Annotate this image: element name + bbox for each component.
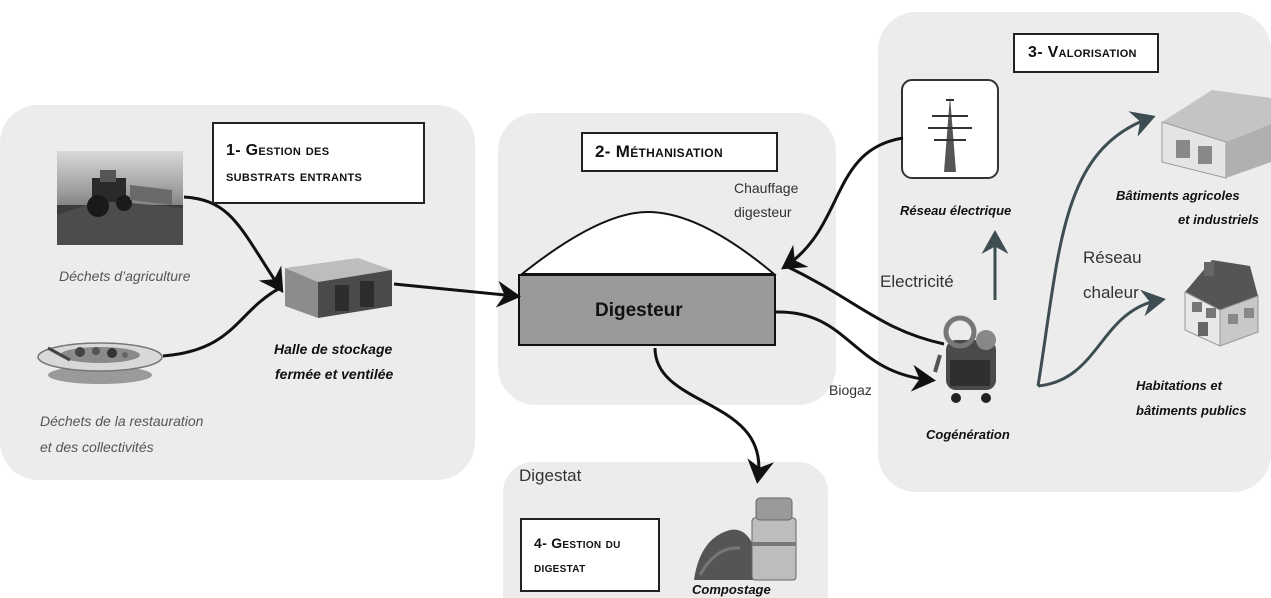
pylon-icon xyxy=(901,79,999,179)
label-houses-1: Habitations et xyxy=(1136,378,1222,393)
label-compost: Compostage xyxy=(692,582,771,597)
label-cogen: Cogénération xyxy=(926,427,1010,442)
digester-dome xyxy=(519,210,777,275)
arrow-digester-to-digestate xyxy=(653,347,774,484)
arrow-cogen-heat-return xyxy=(785,264,945,346)
label-grid: Réseau électrique xyxy=(900,203,1012,218)
stage2-title: 2- Méthanisation xyxy=(595,142,723,161)
arrow-biogas-to-cogen xyxy=(774,310,936,392)
stage3-box: 3- Valorisation xyxy=(1013,33,1159,73)
stage1-box: 1- Gestion des substrats entrants xyxy=(212,122,425,204)
storage-hall-icon xyxy=(285,258,392,318)
stage3-title: 3- Valorisation xyxy=(1028,44,1137,61)
label-heating-2: digesteur xyxy=(734,204,792,220)
label-storage-1: Halle de stockage xyxy=(274,341,393,357)
arrow-heat-to-buildings xyxy=(1036,111,1156,387)
label-resto-waste-1: Déchets de la restauration xyxy=(40,413,204,429)
label-buildings-2: et industriels xyxy=(1178,212,1259,227)
label-digester: Digesteur xyxy=(595,300,683,321)
arrow-heat-to-houses xyxy=(1037,289,1166,388)
label-resto-waste-2: et des collectivités xyxy=(40,439,154,455)
farm-building-icon xyxy=(1161,90,1271,179)
label-houses-2: bâtiments publics xyxy=(1136,403,1247,418)
label-electricity: Electricité xyxy=(880,272,954,291)
food-plate-icon xyxy=(37,342,163,384)
cogeneration-engine-icon xyxy=(933,315,996,403)
stage1-line1: 1- Gestion des xyxy=(226,142,330,159)
stage2-box: 2- Méthanisation xyxy=(581,132,778,172)
arrow-heating-to-digester xyxy=(781,136,904,270)
label-agri-waste: Déchets d’agriculture xyxy=(59,268,191,284)
stage4-line2: digestat xyxy=(534,559,586,575)
house-icon xyxy=(1184,260,1259,347)
label-digestate: Digestat xyxy=(519,466,582,485)
label-biogas: Biogaz xyxy=(829,382,872,398)
stage4-line1: 4- Gestion du xyxy=(534,535,621,551)
label-heat-net-2: chaleur xyxy=(1083,283,1139,302)
arrow-agri-to-storage xyxy=(183,195,284,293)
label-heating-1: Chauffage xyxy=(734,180,799,196)
label-heat-net-1: Réseau xyxy=(1083,248,1142,267)
tractor-photo xyxy=(57,151,183,245)
stage4-box: 4- Gestion du digestat xyxy=(520,518,660,592)
arrow-resto-to-storage xyxy=(162,286,281,358)
stage1-line2: substrats entrants xyxy=(226,168,363,185)
digester-tank xyxy=(518,274,776,346)
label-storage-2: fermée et ventilée xyxy=(275,366,394,382)
label-buildings-1: Bâtiments agricoles xyxy=(1116,188,1240,203)
arrow-storage-to-digester xyxy=(393,280,521,308)
compost-icon xyxy=(694,497,797,581)
